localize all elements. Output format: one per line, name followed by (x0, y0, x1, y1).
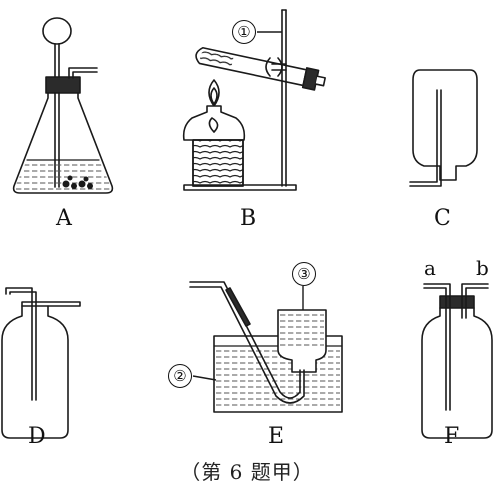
apparatus-F-wash-bottle (421, 283, 493, 439)
apparatus-A-flask-with-funnel (12, 17, 114, 194)
flask-liquid (14, 160, 112, 192)
tube-b (461, 283, 489, 319)
delivery-tube (68, 67, 98, 79)
apparatus-C-inverted-bottle (409, 69, 478, 187)
label-D: D (28, 424, 46, 449)
bottle-body (1, 305, 69, 439)
port-a-label: a (424, 256, 436, 280)
long-tube (5, 287, 37, 401)
marker-2: ② (168, 364, 192, 388)
label-E: E (268, 424, 285, 449)
alcohol-lamp (182, 105, 246, 141)
stopper (45, 76, 81, 94)
label-B: B (240, 206, 257, 231)
bottle-body (421, 307, 493, 439)
stand-rod (281, 9, 287, 187)
apparatus-B-heating-setup (182, 9, 326, 191)
tube-a (423, 283, 451, 411)
apparatus-D-collection-bottle (1, 287, 81, 439)
port-b-label: b (476, 256, 489, 280)
glass-plate (21, 301, 81, 307)
wooden-block (192, 139, 244, 187)
label-C: C (434, 206, 451, 231)
funnel-bulb (42, 17, 72, 45)
label-A: A (56, 206, 72, 231)
figure-caption: （第 6 题甲） (180, 460, 314, 484)
label-F: F (444, 424, 460, 449)
inserted-tube (409, 89, 442, 187)
conical-flask (12, 92, 114, 194)
test-tube (195, 46, 308, 87)
marker-3: ③ (292, 262, 316, 286)
marker-1: ① (232, 20, 256, 44)
solid-reactant (62, 175, 93, 189)
bottle-body (412, 69, 478, 181)
apparatus-E-water-trough (189, 281, 343, 413)
delivery-tube (189, 281, 305, 404)
